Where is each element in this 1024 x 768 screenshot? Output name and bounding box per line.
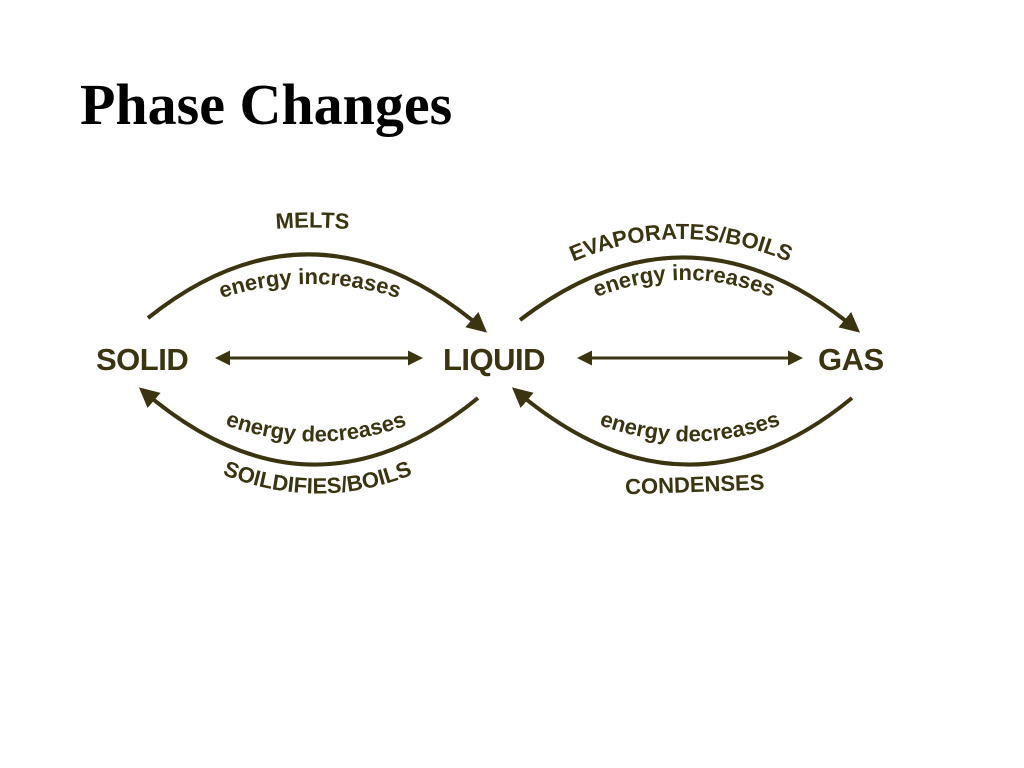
arrow-condenses xyxy=(511,387,854,467)
label-melts: MELTS xyxy=(275,207,351,234)
arrow-solidifies xyxy=(138,387,480,467)
label-melts-energy: energy increases xyxy=(216,264,404,303)
label-condenses-energy: energy decreases xyxy=(597,406,782,447)
arrow-evaporates xyxy=(518,255,861,333)
arrow-melts xyxy=(146,252,488,333)
label-solidifies: SOILDIFIES/BOILS xyxy=(220,456,414,499)
slide-title: Phase Changes xyxy=(80,72,453,137)
label-solidifies-energy: energy decreases xyxy=(223,406,409,446)
state-solid: SOLID xyxy=(96,342,188,377)
label-condenses: CONDENSES xyxy=(625,470,765,500)
state-liquid: LIQUID xyxy=(443,342,545,377)
state-gas: GAS xyxy=(818,342,884,377)
